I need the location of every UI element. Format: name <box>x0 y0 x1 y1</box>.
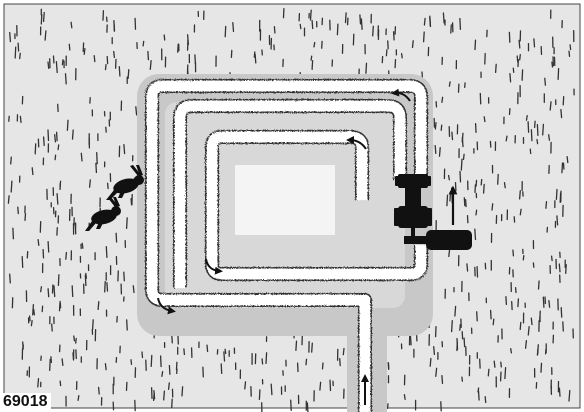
uncut-center <box>235 165 335 235</box>
figure-number: 69018 <box>0 393 51 411</box>
